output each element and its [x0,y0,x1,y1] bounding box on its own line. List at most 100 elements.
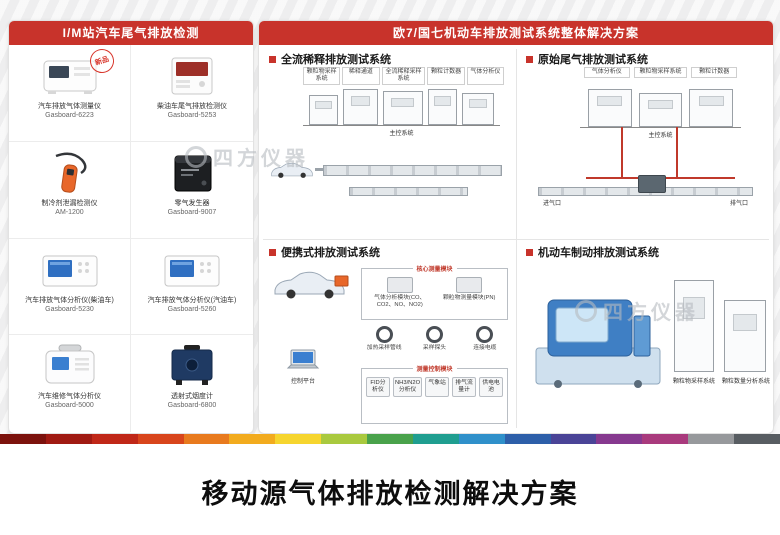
product-model: Gasboard-5230 [45,305,94,313]
group-items: FID分析仪 NH3/N2O分析仪 气象站 排气流量计 供电电池 [362,369,507,399]
quadrant-raw-exhaust: 原始尾气排放测试系统 气体分析仪 颗粒物采样系统 颗粒计数器 [516,45,773,238]
module-chip: 供电电池 [479,377,504,397]
right-panel-title: 欧7/国七机动车排放测试系统整体解决方案 [259,21,773,45]
quadrant-title: 便携式排放测试系统 [281,247,380,259]
module-item: 气体分析模块(CO、CO2、NO、NO2) [368,277,432,308]
stripe-segment [458,434,505,444]
cabinet-label: 全流稀释采样系统 [381,67,426,85]
product-card: 汽车维修气体分析仪 Gasboard-5000 [9,335,131,432]
sampling-pipe [349,187,468,196]
quadrant-title: 原始尾气排放测试系统 [538,54,648,66]
product-name: 制冷剂泄漏检测仪 [41,199,98,207]
stripe-segment [688,434,734,444]
exhaust-connector [315,168,323,171]
brake-dyno-illustration [534,286,662,390]
hose-icon [425,326,443,343]
dilution-tunnel-pipe [323,165,502,176]
cabinet-label: 颗粒物采样系统 [672,379,715,385]
cabinet [689,89,734,127]
service-gas-analyzer-illustration [39,340,101,392]
floor-line [303,125,500,126]
car-illustration [269,159,315,186]
hose-caption: 连接电缆 [473,345,497,351]
pems-car-illustration [269,268,351,305]
module-caption: 颗粒物测量模块(PN) [443,295,496,301]
heated-line [676,127,678,179]
control-platform-label: 控制平台 [290,379,315,385]
product-model: Gasboard-9007 [167,208,217,216]
stripe-segment [367,434,413,444]
cabinet-label: 稀释通道 [342,67,380,85]
product-name: 柴油车尾气排放检测仪 [157,103,227,110]
module-item: 颗粒物测量模块(PN) [438,277,502,308]
stripe-segment [504,434,551,444]
stripe-segment [596,434,643,444]
product-card: 汽车排放气体分析仪(柴油车) Gasboard-5230 [9,238,131,336]
stripe-segment [0,434,46,444]
solution-panel: 欧7/国七机动车排放测试系统整体解决方案 全流稀释排放测试系统 颗粒物采样系统 … [258,20,774,434]
heated-line [621,127,623,179]
product-card: 透射式烟度计 Gasboard-6800 [131,335,253,432]
cabinet-row [309,89,494,125]
console-label: 主控系统 [389,131,414,137]
hose-row: 加热采样管线 采样探头 连接电缆 [361,326,508,352]
im-station-panel: I/M站汽车尾气排放检测 新品 汽车排放气体测量仪 Gasb [8,20,254,434]
red-square-bullet [526,55,533,63]
product-card: 柴油车尾气排放检测仪 Gasboard-5253 [131,45,253,142]
hose-caption: 加热采样管线 [366,345,402,351]
cabinet-label: 颗粒物采样系统 [303,67,341,85]
intake-label: 进气口 [542,201,561,207]
cabinet [462,93,494,125]
cabinet [427,89,458,125]
stripe-segment [229,434,276,444]
product-name: 汽车维修气体分析仪 [38,393,101,401]
quadrant-grid: 全流稀释排放测试系统 颗粒物采样系统 稀释通道 全流稀释采样系统 颗粒计数器 气… [259,45,773,432]
product-grid: 新品 汽车排放气体测量仪 Gasboard-6223 柴 [9,45,253,432]
quadrant-brake-emission: 机动车制动排放测试系统 [516,238,773,431]
hose-item: 加热采样管线 [361,326,407,352]
left-panel-title: I/M站汽车尾气排放检测 [9,21,253,45]
core-module-group: 核心测量模块 气体分析模块(CO、CO2、NO、NO2) 颗粒物测量模块(PN) [361,264,508,320]
quadrant-portable-pems: 便携式排放测试系统 [259,238,516,431]
cabinet [343,89,378,125]
cabinet-label: 颗粒数量分析系统 [721,379,770,385]
color-stripe [0,434,780,444]
exhaust-label: 排气口 [729,201,748,207]
cabinet [638,93,683,127]
stripe-segment [137,434,184,444]
hose-item: 连接电缆 [462,326,508,352]
stripe-segment [412,434,459,444]
module-chip: NH3/N2O分析仪 [392,377,423,397]
product-name: 透射式烟度计 [171,393,213,401]
product-model: Gasboard-5000 [45,402,94,410]
quadrant-title: 机动车制动排放测试系统 [538,247,659,259]
cabinet-label-row: 气体分析仪 颗粒物采样系统 颗粒计数器 [584,67,737,78]
module-icon [456,277,483,293]
product-name: 零气发生器 [174,199,210,207]
stripe-segment [275,434,322,444]
exhaust-analyzer-diesel-illustration [39,244,101,296]
laptop-icon [285,348,321,379]
red-square-bullet [526,248,533,256]
hose-item: 采样探头 [411,326,457,352]
cabinet-label: 颗粒计数器 [427,67,465,85]
product-model: Gasboard-6223 [45,112,94,120]
product-name: 汽车排放气体分析仪(汽油车) [147,296,237,304]
group-title: 核心测量模块 [412,264,457,273]
quadrant-full-flow-dilution: 全流稀释排放测试系统 颗粒物采样系统 稀释通道 全流稀释采样系统 颗粒计数器 气… [259,45,516,238]
stripe-segment [183,434,230,444]
opacimeter-illustration [162,340,222,392]
floor-line [580,127,741,128]
stripe-segment [321,434,367,444]
engine-block [638,175,666,193]
cabinet-label: 气体分析仪 [466,67,504,85]
cabinet-label-row: 颗粒物采样系统 稀释通道 全流稀释采样系统 颗粒计数器 气体分析仪 [303,67,504,85]
product-model: Gasboard-6800 [167,402,217,410]
module-chip: 排气流量计 [452,377,477,397]
bench-analyzer-illustration [164,50,220,102]
cabinet-row [588,89,734,127]
group-title: 测量控制模块 [412,364,457,373]
product-model: Gasboard-5260 [167,305,217,313]
product-name: 汽车排放气体测量仪 [38,103,101,110]
